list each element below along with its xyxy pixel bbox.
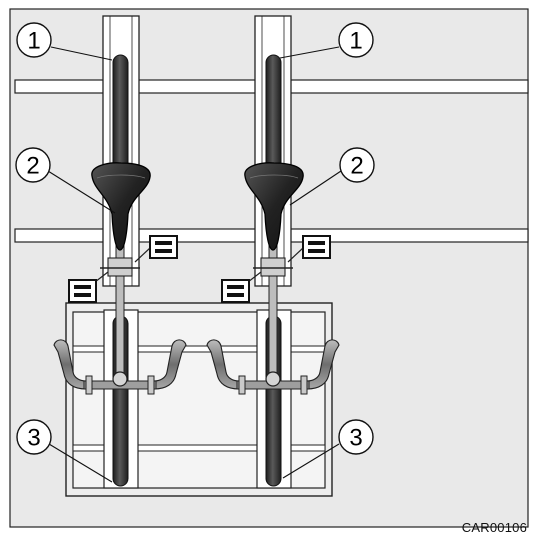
- strap-buckle-right-top: [287, 235, 331, 263]
- callout-2-left: 2: [15, 147, 51, 183]
- callout-number: 3: [27, 425, 40, 452]
- callout-number: 1: [27, 28, 40, 55]
- callout-number: 2: [350, 153, 363, 180]
- callout-1-left: 1: [16, 22, 52, 58]
- saddle-left: [91, 162, 151, 251]
- handlebar-right: [206, 339, 340, 395]
- callout-number: 3: [349, 425, 362, 452]
- strap-buckle-left-bottom: [68, 271, 109, 303]
- callout-1-right: 1: [338, 22, 374, 58]
- bicycle-right: [206, 15, 340, 489]
- bicycle-left: [53, 15, 187, 489]
- callout-2-right: 2: [339, 147, 375, 183]
- callout-number: 1: [349, 28, 362, 55]
- callout-3-right: 3: [338, 419, 374, 455]
- strap-buckle-left-top: [134, 235, 178, 263]
- callout-number: 2: [26, 153, 39, 180]
- strap-buckle-right-bottom: [221, 271, 262, 303]
- leader-lines: [47, 46, 342, 483]
- figure-code-label: CAR00106: [461, 520, 527, 535]
- saddle-right: [244, 162, 304, 251]
- handlebar-left: [53, 339, 187, 395]
- callout-3-left: 3: [16, 419, 52, 455]
